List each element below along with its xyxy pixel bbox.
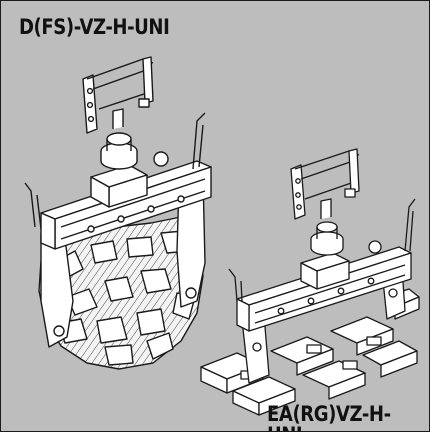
- paving-top-post: [321, 199, 331, 219]
- right-handle-rod: [193, 113, 205, 169]
- stone-grab-unit: [25, 57, 211, 369]
- top-link-post: [113, 109, 123, 129]
- product-label-top: D(FS)-VZ-H-UNI: [19, 15, 170, 39]
- paving-right-handle: [405, 199, 415, 251]
- right-handle-rod-2: [199, 125, 203, 167]
- product-label-bottom: EA(RG)VZ-H-UNI: [267, 402, 391, 432]
- beam-bolts: [88, 196, 184, 232]
- left-handle-rod-2: [37, 195, 41, 229]
- paving-top-plate: [291, 165, 305, 219]
- paving-grab-unit: [201, 149, 419, 415]
- paving-left-handle: [229, 269, 237, 301]
- main-beam-end: [41, 213, 55, 249]
- paving-lattice: [201, 289, 419, 415]
- top-frame-right-post: [143, 57, 153, 103]
- top-frame-bar-2: [93, 69, 149, 89]
- left-handle-rod: [25, 183, 35, 227]
- paving-beam-bolts: [278, 278, 374, 314]
- hydraulic-fitting: [154, 152, 168, 166]
